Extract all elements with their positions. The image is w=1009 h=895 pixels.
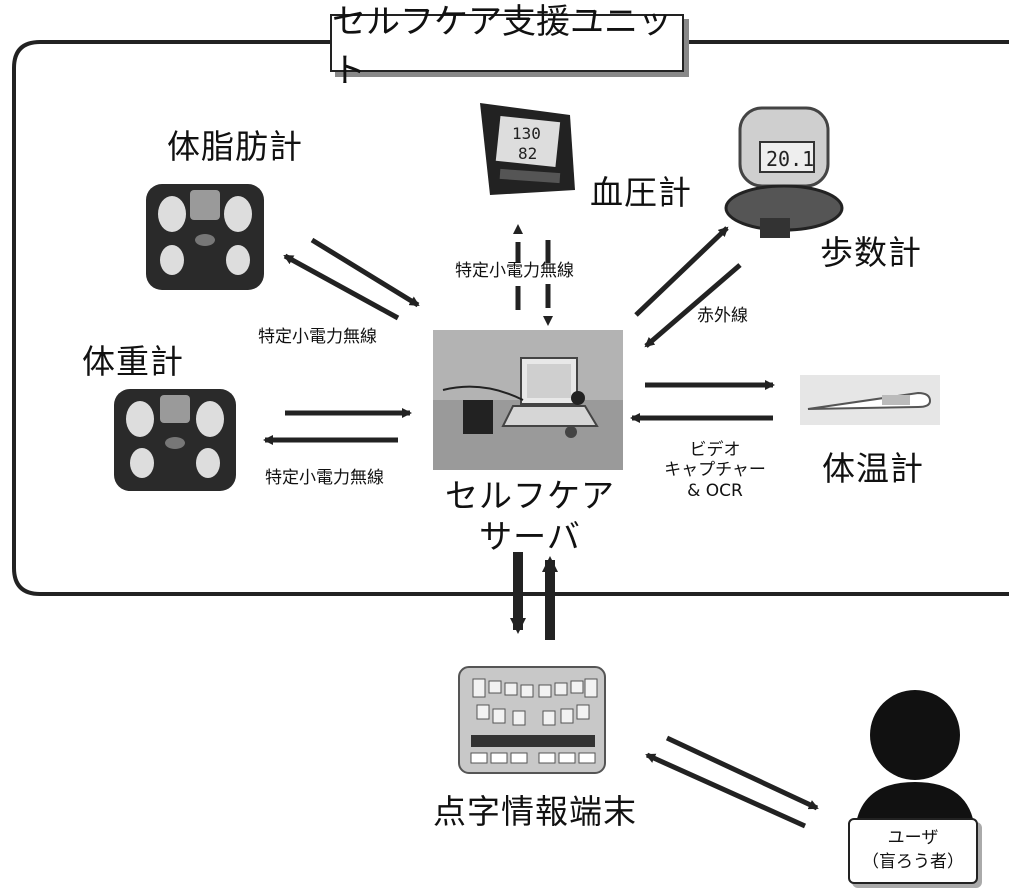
thermometer-label: 体温計 (822, 449, 924, 488)
thermometer-link-line1: ビデオ (689, 440, 741, 460)
server-label-line1: セルフケア (445, 476, 615, 515)
bp-display-bottom: 82 (518, 144, 537, 163)
user-label: ユーザ （盲ろう者） (848, 818, 978, 884)
bp-display-top: 130 (512, 124, 541, 143)
user-label-line1: ユーザ (887, 828, 939, 849)
pedometer-label: 歩数計 (820, 233, 922, 272)
server-label: セルフケア サーバ (430, 475, 630, 558)
blood-pressure-link-label: 特定小電力無線 (455, 261, 574, 281)
server-label-line2: サーバ (479, 517, 581, 557)
thermometer-link-label: ビデオ キャプチャー & OCR (650, 440, 780, 501)
body-fat-link-label: 特定小電力無線 (258, 327, 377, 347)
braille-terminal-image (458, 666, 606, 774)
thermometer-link-line2: キャプチャー (664, 460, 766, 481)
server-photo (433, 330, 623, 470)
body-fat-meter-image (146, 184, 264, 290)
blood-pressure-meter-image: 130 82 (480, 103, 575, 195)
pedometer-link-label: 赤外線 (697, 306, 748, 326)
braille-terminal-label: 点字情報端末 (433, 792, 637, 831)
pedometer-display: 20.1 (766, 147, 814, 171)
thermometer-link-line3: & OCR (687, 480, 743, 501)
scale-image (114, 389, 236, 491)
scale-link-label: 特定小電力無線 (265, 468, 384, 488)
pedometer-image: 20.1 (724, 106, 844, 238)
scale-label: 体重計 (82, 342, 184, 381)
thermometer-image (800, 375, 940, 425)
body-fat-meter-label: 体脂肪計 (167, 127, 303, 166)
user-label-line2: （盲ろう者） (862, 852, 964, 872)
blood-pressure-meter-label: 血圧計 (590, 173, 692, 212)
